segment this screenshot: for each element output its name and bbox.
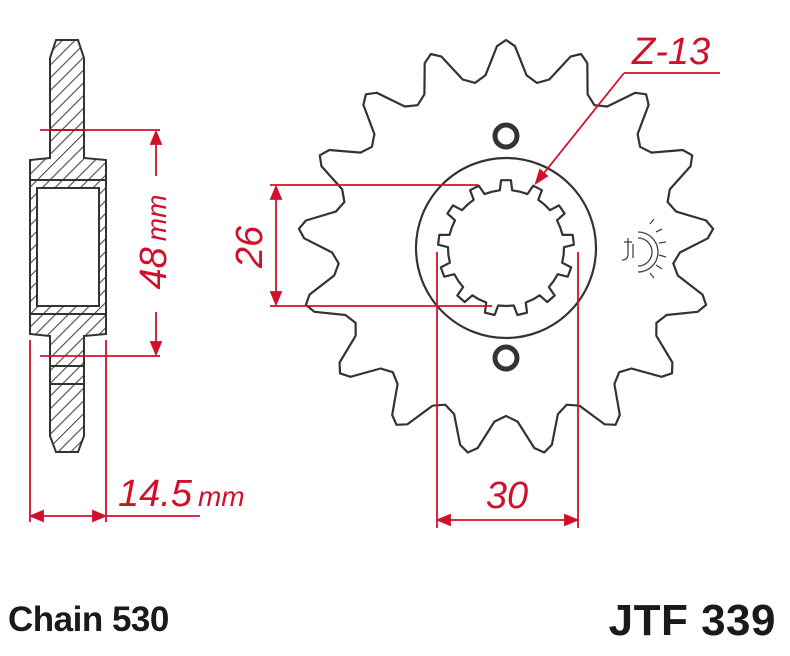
teeth-count-label: Z-13 bbox=[631, 31, 710, 73]
inner-diameter-label: 26 bbox=[229, 225, 271, 269]
inner-diameter-dimension bbox=[269, 184, 492, 307]
spline-bore bbox=[437, 179, 575, 317]
chain-caption: Chain 530 bbox=[8, 600, 169, 639]
spline-diameter-dimension bbox=[435, 252, 580, 528]
side-view-top-tooth bbox=[49, 39, 85, 131]
spline-diameter-label: 30 bbox=[486, 475, 528, 517]
hub-height-label: 48mm bbox=[133, 195, 175, 290]
jt-sprocket-logo-icon bbox=[621, 218, 667, 279]
mounting-hole-bottom bbox=[492, 344, 520, 372]
mounting-hole-top bbox=[492, 122, 520, 150]
front-view bbox=[297, 38, 715, 454]
side-view bbox=[29, 39, 107, 453]
width-dimension bbox=[28, 340, 200, 523]
part-number-caption: JTF 339 bbox=[608, 596, 776, 645]
teeth-count-leader bbox=[534, 72, 720, 186]
side-view-bore bbox=[36, 187, 100, 307]
side-view-bottom-tooth bbox=[49, 365, 85, 453]
hub-height-dimension bbox=[40, 129, 163, 357]
